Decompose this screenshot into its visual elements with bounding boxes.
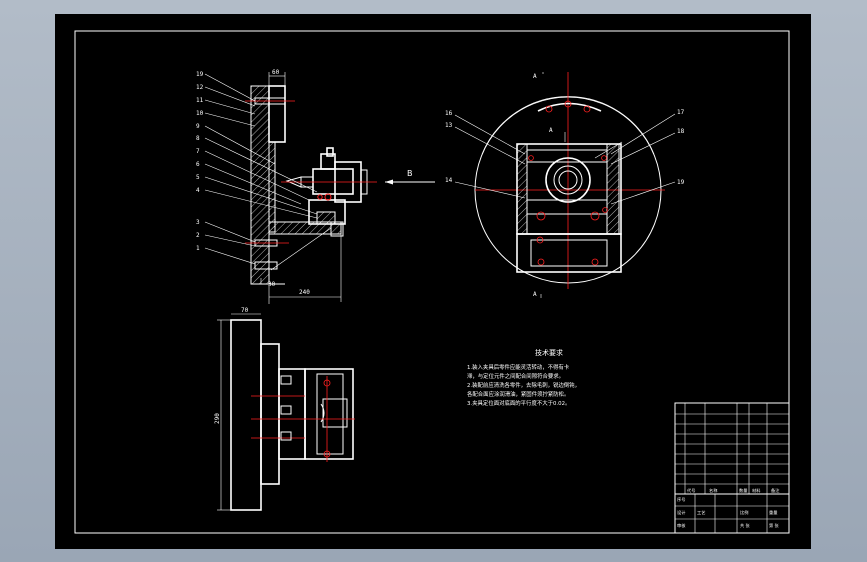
title-block-cell: 工艺: [697, 510, 705, 515]
dimension-base-length: 240: [299, 289, 310, 296]
part-label: 9: [196, 123, 200, 130]
part-label: 5: [196, 174, 200, 181]
part-label: 7: [196, 148, 200, 155]
part-label: 4: [196, 187, 200, 194]
part-label: 8: [196, 135, 200, 142]
note-line: 1.装入夹具后零件应能灵活转动，不得有卡: [467, 363, 570, 371]
dimension-top-width: 60: [272, 69, 280, 76]
part-label: 11: [196, 97, 204, 104]
title-block-cell: 设计: [677, 509, 685, 516]
view-label-b: B: [407, 169, 413, 178]
part-label: 10: [196, 110, 204, 117]
note-line: 2.装配前应清洗各零件，去除毛刺，锐边倒钝，: [467, 381, 580, 389]
title-block-cell: 共 张: [740, 522, 751, 529]
section-label-a-bottom: A: [533, 291, 537, 298]
section-view-labels: 16 13 14 17 18 19 A A A: [445, 73, 685, 298]
note-line: 3.夹具定位面对底面的平行度不大于0.02。: [467, 399, 570, 407]
dimension-plan-height: 290: [214, 413, 221, 424]
dimension-plan-width: 70: [241, 307, 249, 314]
title-block-cell: 比例: [740, 509, 748, 516]
part-label: 12: [196, 84, 204, 91]
part-label: 16: [445, 110, 453, 117]
technical-notes: 技术要求 1.装入夹具后零件应能灵活转动，不得有卡 滞，与定位元件之间配合间隙符…: [467, 348, 580, 407]
title-block-cell: 序号: [677, 496, 685, 503]
note-line: 滞，与定位元件之间配合间隙符合要求。: [467, 372, 564, 380]
part-label: 17: [677, 109, 685, 116]
notes-title: 技术要求: [535, 348, 563, 357]
title-block-cell: 重量: [769, 509, 777, 516]
cad-viewport[interactable]: 19 12 11 10 9 8 7 6 5 4 3 2 1 60 30 240 …: [55, 14, 811, 549]
title-block-cell: 代号: [687, 487, 695, 494]
title-block-cell: 名称: [709, 487, 717, 494]
part-label: 6: [196, 161, 200, 168]
title-block-cell: 第 张: [769, 522, 780, 529]
title-block-cell: 审核: [677, 522, 686, 529]
part-label: 18: [677, 128, 685, 135]
part-label: 2: [196, 232, 200, 239]
section-label-a-top: A: [533, 73, 537, 80]
title-block: 序号 代号 名称 数量 材料 备注 设计 审核 工艺 比例 重量 共 张 第 张: [674, 402, 790, 534]
dimension-base-thickness: 30: [268, 281, 276, 288]
title-block-cell: 备注: [771, 487, 780, 494]
drawing-border: [74, 30, 790, 534]
section-label-a-mid: A: [549, 127, 553, 134]
front-view: [204, 72, 377, 304]
part-label: 3: [196, 219, 200, 226]
part-label: 13: [445, 122, 453, 129]
part-label: 19: [677, 179, 685, 186]
view-direction-b: B: [385, 169, 435, 185]
front-view-part-labels: 19 12 11 10 9 8 7 6 5 4 3 2 1 60 30 240: [196, 69, 310, 296]
section-view: [454, 72, 676, 298]
part-label: 14: [445, 177, 453, 184]
title-block-cell: 材料: [752, 487, 761, 494]
plan-view: 70 290: [214, 307, 355, 511]
title-block-cell: 数量: [739, 487, 747, 494]
part-label: 1: [196, 245, 200, 252]
drawing-canvas: 19 12 11 10 9 8 7 6 5 4 3 2 1 60 30 240 …: [74, 30, 790, 534]
note-line: 各配合面应涂润滑油，紧固件须拧紧防松。: [467, 390, 569, 398]
part-label: 19: [196, 71, 204, 78]
